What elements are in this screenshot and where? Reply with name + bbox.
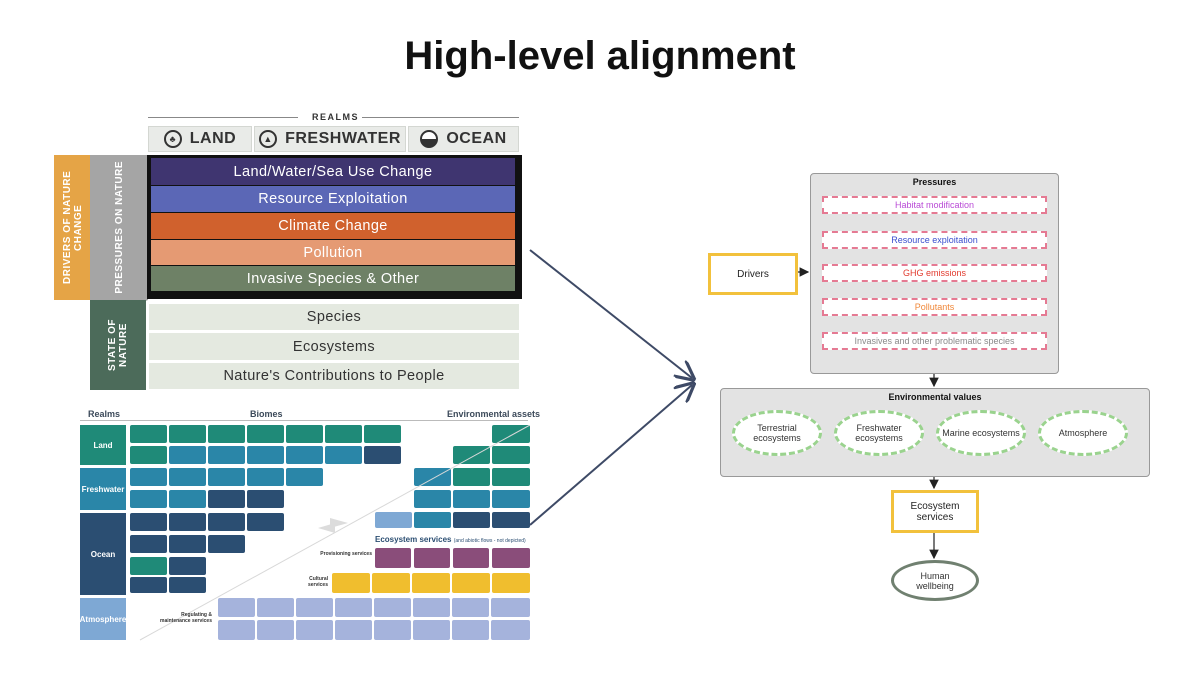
services-head: Ecosystem services (and abiotic flows - … [375, 535, 526, 544]
realm-land-label: LAND [189, 130, 237, 147]
env-marine: Marine ecosystems [936, 410, 1026, 456]
realm-ocean: OCEAN [408, 126, 519, 152]
human-wellbeing-node: Human wellbeing [891, 560, 979, 601]
page-title: High-level alignment [404, 34, 796, 78]
pressure-resource: Resource exploitation [822, 231, 1047, 249]
biomes-head: Biomes [250, 409, 283, 419]
pressure-invasives-label: Invasives and other problematic species [854, 336, 1015, 346]
pressure-pollutants-label: Pollutants [914, 302, 955, 312]
pressure-habitat: Habitat modification [822, 196, 1047, 214]
regulating-tiles [218, 598, 530, 640]
env-values-title: Environmental values [888, 392, 982, 402]
realm-row-land: Land [80, 425, 126, 465]
pressure-ghg: GHG emissions [822, 264, 1047, 282]
tree-icon: ♣ [163, 130, 182, 148]
drivers-panel: DRIVERS OF NATURE CHANGE [54, 155, 92, 300]
pressure-band-climate: Climate Change [151, 213, 515, 239]
assets-head: Environmental assets [447, 409, 541, 419]
pressure-habitat-label: Habitat modification [894, 200, 975, 210]
realm-land: ♣ LAND [148, 126, 252, 152]
regulating-label: Regulating & maintenance services [160, 612, 212, 624]
pressure-band-pollution: Pollution [151, 240, 515, 265]
water-drop-icon: ▲ [259, 130, 278, 148]
pressure-band-land-use: Land/Water/Sea Use Change [151, 158, 515, 185]
biomes-realms-head: Realms [88, 409, 121, 419]
env-freshwater: Freshwater ecosystems [834, 410, 924, 456]
pressure-pollutants: Pollutants [822, 298, 1047, 316]
realms-caption: REALMS [312, 112, 359, 122]
state-band-ncp: Nature's Contributions to People [149, 363, 519, 389]
pressures-chevron [90, 155, 148, 313]
wave-icon [420, 130, 439, 148]
services-head-title: Ecosystem services [375, 535, 452, 544]
realm-row-ocean: Ocean [80, 513, 126, 595]
state-panel: STATE OF NATURE [90, 300, 146, 390]
realm-row-atmosphere: Atmosphere [80, 598, 126, 640]
cultural-label: Cultural services [307, 576, 328, 588]
realm-ocean-label: OCEAN [446, 130, 507, 147]
realms-rule-right [362, 117, 519, 118]
realm-row-freshwater: Freshwater [80, 468, 126, 510]
realm-freshwater: ▲ FRESHWATER [254, 126, 406, 152]
state-band-species: Species [149, 304, 519, 330]
pressure-resource-label: Resource exploitation [891, 235, 978, 245]
env-atmosphere: Atmosphere [1038, 410, 1128, 456]
realm-freshwater-label: FRESHWATER [285, 130, 401, 147]
pressure-ghg-label: GHG emissions [902, 268, 966, 278]
provisioning-label: Provisioning services [320, 551, 372, 557]
drivers-box: Drivers [708, 253, 798, 295]
provisioning-tiles [375, 548, 530, 568]
biomes-rule [80, 420, 528, 421]
pressure-band-invasive: Invasive Species & Other [151, 266, 515, 291]
env-terrestrial: Terrestrial ecosystems [732, 410, 822, 456]
biome-tiles [130, 425, 530, 595]
services-note: (and abiotic flows - not depicted) [453, 538, 526, 544]
state-band-ecosystems: Ecosystems [149, 333, 519, 360]
pressure-band-resource: Resource Exploitation [151, 186, 515, 212]
biomes-diagonal [139, 425, 530, 641]
cultural-tiles [332, 573, 530, 593]
pressures-title: Pressures [912, 177, 957, 187]
realms-rule-left [148, 117, 298, 118]
pressure-invasives: Invasives and other problematic species [822, 332, 1047, 350]
ecosystem-services-box: Ecosystem services [891, 490, 979, 533]
